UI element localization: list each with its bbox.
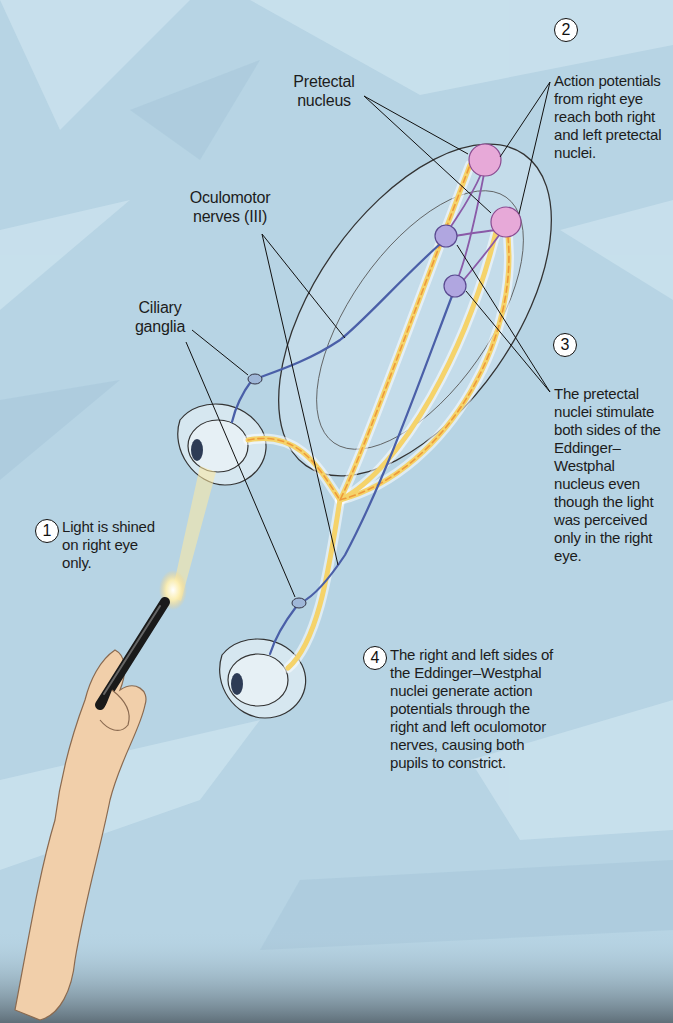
- step-text: The pretectal nuclei stimulate both side…: [554, 385, 666, 565]
- callout-text: 1: [43, 523, 52, 539]
- right-eye: [188, 420, 248, 472]
- action-potential: [248, 165, 470, 500]
- oculomotor-nerve: [258, 244, 440, 378]
- bottom-shade: [0, 930, 673, 1023]
- pretectal-nucleus: [491, 207, 521, 237]
- part-label: Pretectal nucleus: [282, 72, 366, 110]
- optic-nerve: [248, 165, 470, 500]
- patch: [0, 380, 120, 480]
- leader-line: [457, 245, 550, 392]
- penlight-highlight: [104, 606, 160, 694]
- leader-lines: [186, 82, 550, 597]
- fibre: [462, 234, 500, 282]
- brain-outline: [224, 97, 606, 523]
- patch: [0, 200, 130, 310]
- patch: [130, 60, 260, 160]
- callout-number: 2: [554, 18, 578, 42]
- postganglionic-fibre: [270, 607, 296, 654]
- thumb: [100, 690, 129, 730]
- callout-number: 4: [363, 646, 387, 670]
- optic-glow: [248, 165, 470, 500]
- part-label: Oculomotor nerves (III): [180, 188, 280, 226]
- hand: [15, 650, 146, 1020]
- action-potential: [340, 222, 509, 500]
- postganglionic-fibre: [232, 380, 252, 422]
- optic-glow: [288, 215, 500, 668]
- leader-line: [192, 330, 248, 375]
- optic-tract: [340, 222, 509, 500]
- step-text: Action potentials from right eye reach b…: [554, 72, 666, 162]
- callout-text: 4: [371, 650, 380, 666]
- left-eye: [228, 654, 288, 706]
- optic-nerve: [288, 215, 500, 668]
- edinger-westphal-nucleus: [444, 275, 466, 297]
- left-eye-orbit: [220, 639, 306, 718]
- leader-line: [364, 96, 491, 213]
- leader-line: [186, 342, 295, 597]
- fibre: [458, 174, 484, 278]
- leader-line: [466, 291, 550, 392]
- pretectal-nucleus: [469, 144, 501, 176]
- step-text: Light is shined on right eye only.: [62, 518, 166, 572]
- leader-line: [519, 82, 550, 214]
- ciliary-ganglion: [248, 374, 262, 384]
- callout-number: 1: [35, 519, 59, 543]
- step-text: The right and left sides of the Eddinger…: [390, 646, 560, 772]
- fibre: [456, 230, 497, 236]
- patch: [560, 200, 673, 300]
- callout-text: 2: [562, 22, 571, 38]
- part-label: Ciliary ganglia: [125, 298, 195, 336]
- leader-line: [500, 82, 550, 157]
- leader-line: [262, 234, 338, 565]
- optic-pathway: [248, 165, 509, 668]
- penlight: [100, 602, 165, 705]
- callout-text: 3: [561, 337, 570, 353]
- oculomotor-nerve: [302, 296, 452, 602]
- left-pupil: [231, 673, 243, 695]
- right-pupil: [191, 439, 203, 461]
- brain-inner-outline: [277, 157, 564, 483]
- optic-glow: [340, 222, 509, 500]
- callout-number: 3: [553, 333, 577, 357]
- right-eye-orbit: [178, 404, 266, 485]
- leader-line: [364, 96, 468, 154]
- edinger-westphal-nucleus: [435, 225, 457, 247]
- oculomotor-pathway: [232, 244, 452, 654]
- ciliary-ganglion: [292, 598, 306, 608]
